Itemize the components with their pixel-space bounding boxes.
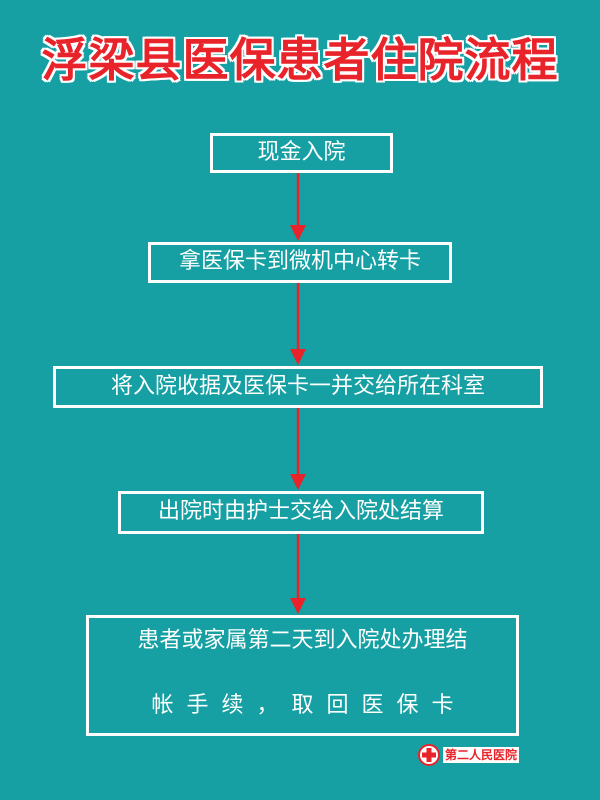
flow-step-complete-procedures: 患者或家属第二天到入院处办理结 帐手续，取回医保卡 (86, 615, 519, 736)
flow-arrow (288, 534, 308, 615)
flow-arrow (288, 173, 308, 242)
flow-step-submit-receipt: 将入院收据及医保卡一并交给所在科室 (53, 366, 543, 408)
hospital-logo: 第二人民医院 (418, 744, 520, 766)
flow-step-label: 将入院收据及医保卡一并交给所在科室 (110, 373, 485, 399)
red-cross-icon (418, 744, 440, 766)
flow-step-label-line-2: 帐手续，取回医保卡 (151, 692, 467, 718)
flow-step-discharge-settlement: 出院时由护士交给入院处结算 (118, 491, 484, 534)
flow-step-label: 现金入院 (257, 139, 346, 165)
flow-step-label: 拿医保卡到微机中心转卡 (178, 249, 421, 275)
hospital-name: 第二人民医院 (443, 747, 520, 763)
flow-arrow (288, 283, 308, 366)
flow-step-label-line-1: 患者或家属第二天到入院处办理结 (137, 628, 468, 653)
flow-step-cash-admission: 现金入院 (210, 133, 393, 173)
flow-step-card-transfer: 拿医保卡到微机中心转卡 (148, 242, 452, 283)
flow-step-label: 出院时由护士交给入院处结算 (157, 499, 444, 525)
flow-arrow (288, 408, 308, 491)
page-title: 浮梁县医保患者住院流程 (41, 33, 559, 87)
